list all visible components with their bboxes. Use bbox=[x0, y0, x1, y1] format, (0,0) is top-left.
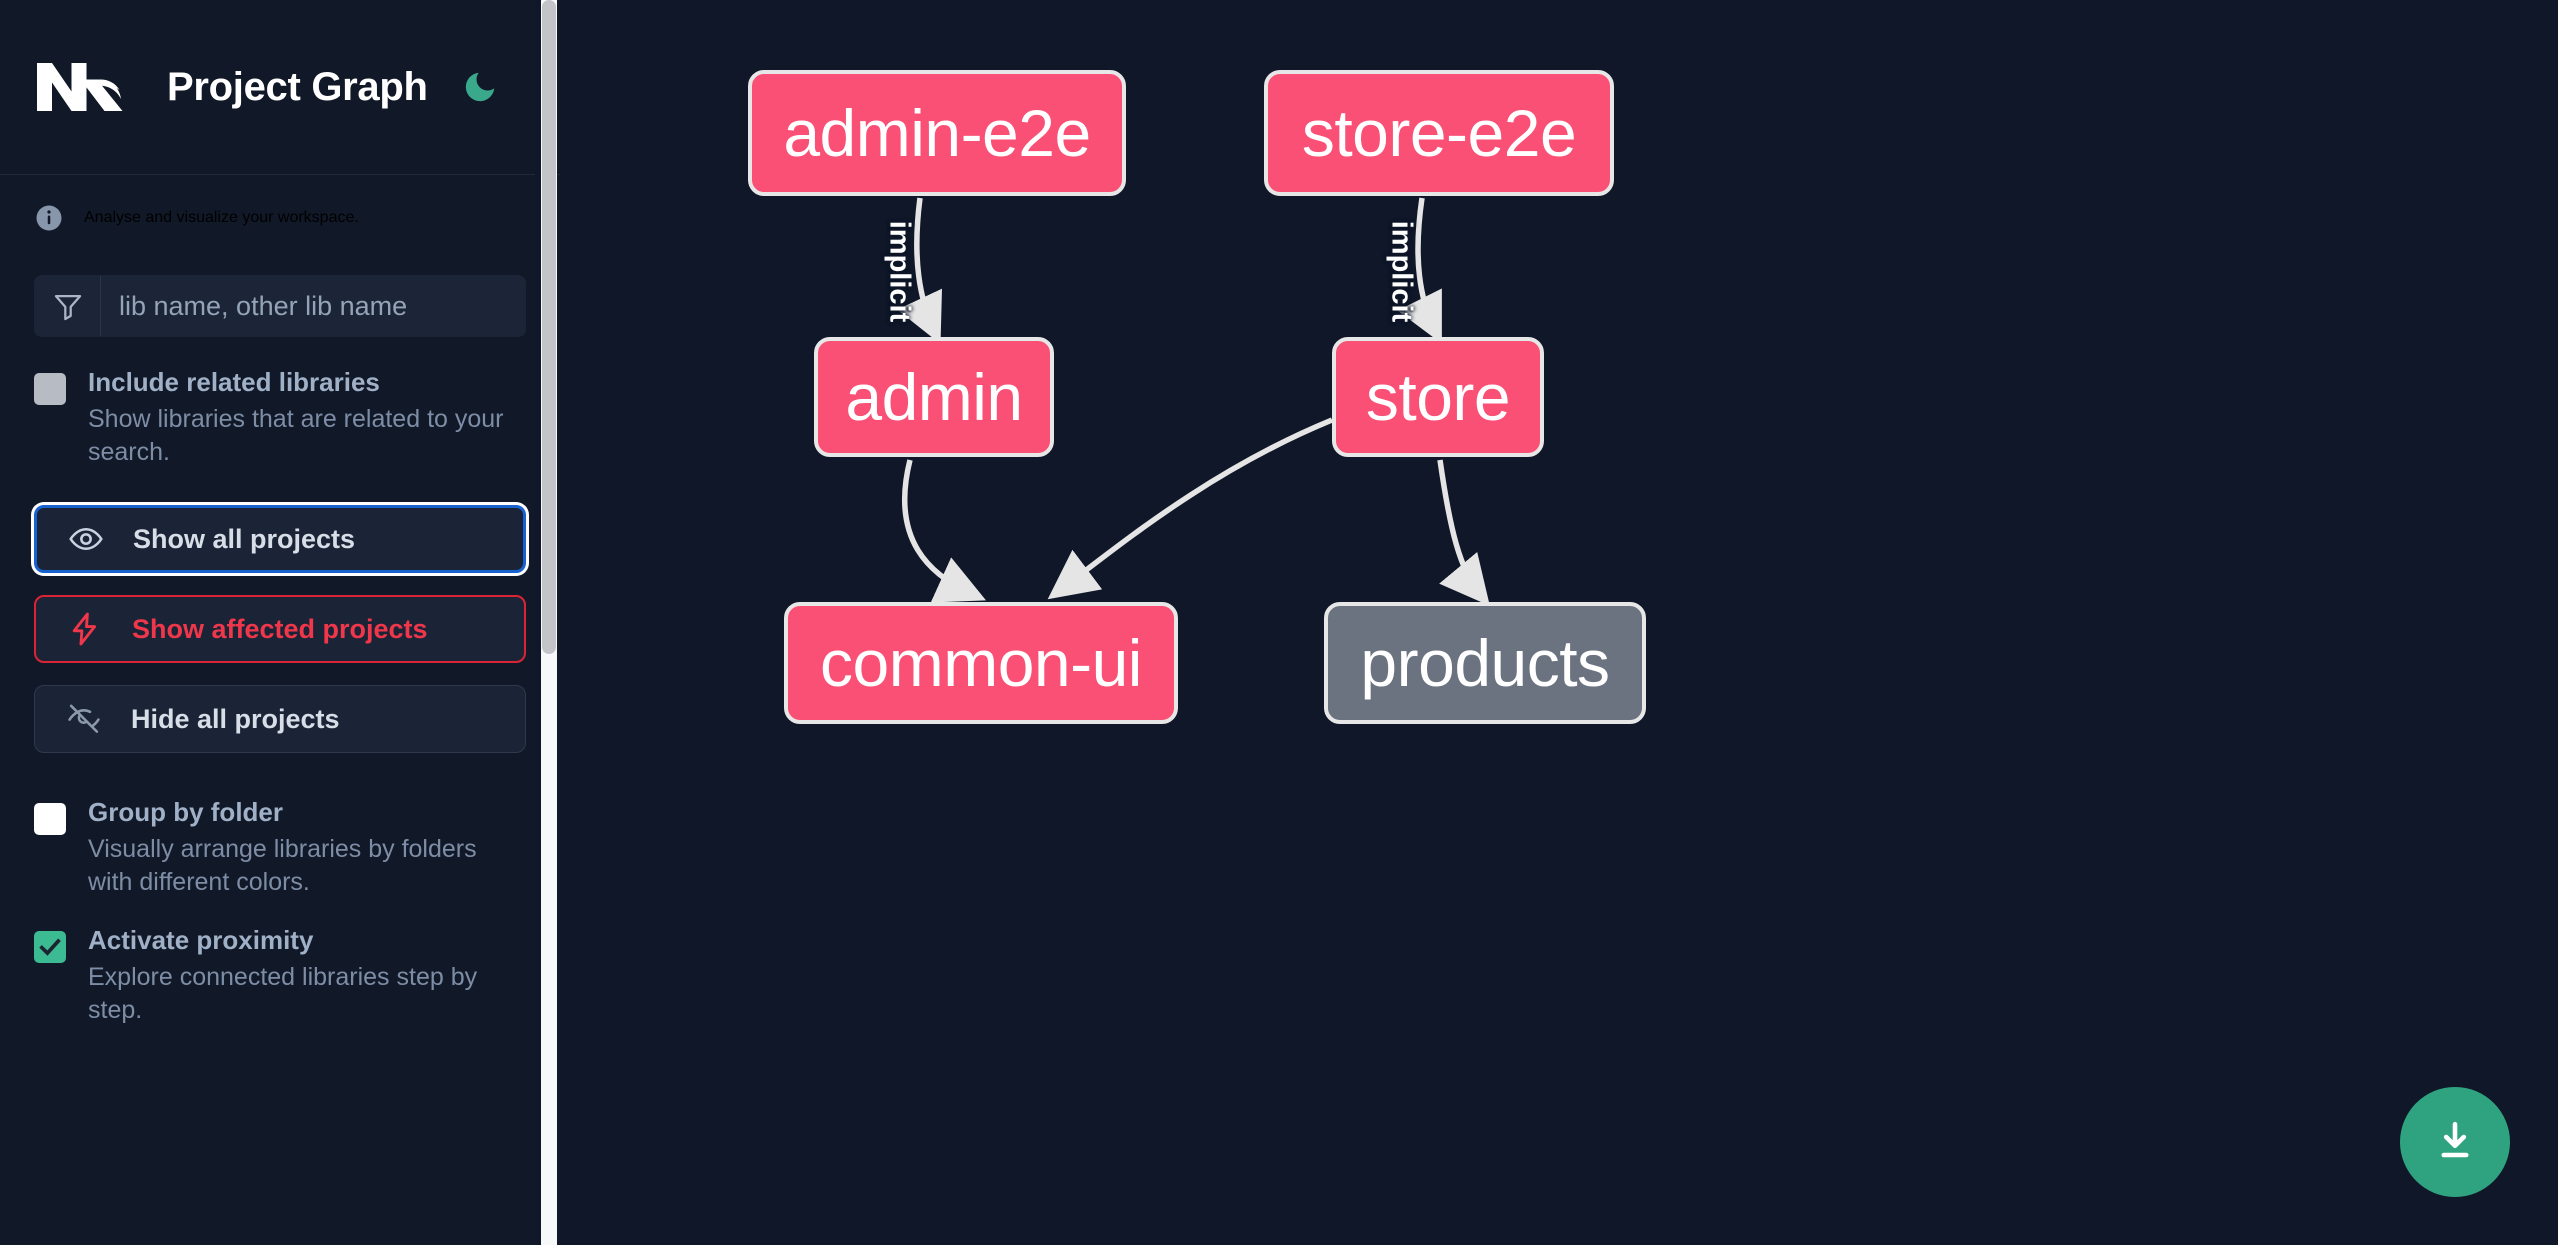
info-icon bbox=[34, 203, 64, 233]
checkbox-activate-proximity[interactable]: Activate proximity Explore connected lib… bbox=[0, 899, 560, 1027]
tagline-text: Analyse and visualize your workspace. bbox=[84, 209, 359, 226]
projects-button-group: Show all projects Show affected projects bbox=[0, 469, 560, 754]
checkbox-group-by-folder[interactable]: Group by folder Visually arrange librari… bbox=[0, 753, 560, 899]
node-label: store-e2e bbox=[1301, 96, 1577, 170]
search-input[interactable] bbox=[101, 276, 525, 336]
graph-node-store[interactable]: store bbox=[1332, 337, 1544, 457]
node-label: admin bbox=[845, 360, 1023, 434]
graph-node-admin[interactable]: admin bbox=[814, 337, 1054, 457]
sidebar-header: Project Graph bbox=[0, 0, 560, 175]
checkbox-description: Visually arrange libraries by folders wi… bbox=[88, 834, 477, 897]
lightning-bolt-icon bbox=[66, 610, 104, 648]
checkbox-input-group-by-folder[interactable] bbox=[34, 803, 66, 836]
checkbox-label: Activate proximity bbox=[88, 925, 314, 956]
tagline: Analyse and visualize your workspace. bbox=[0, 175, 560, 233]
moon-icon[interactable] bbox=[458, 65, 502, 109]
edge-admin-common-ui bbox=[902, 459, 987, 603]
eye-icon bbox=[67, 520, 105, 558]
graph-canvas[interactable]: admin-e2e store-e2e admin store common-u… bbox=[560, 0, 2558, 1245]
eye-off-icon bbox=[65, 700, 103, 738]
sidebar-scrollbar-thumb[interactable] bbox=[542, 0, 556, 654]
edge-store-e2e-store bbox=[1397, 197, 1442, 344]
filter-icon[interactable] bbox=[35, 276, 101, 336]
filter-section bbox=[0, 233, 560, 337]
checkbox-text-group: Include related libraries Show libraries… bbox=[88, 367, 518, 469]
node-label: admin-e2e bbox=[783, 96, 1091, 170]
sidebar-scroll-gutter bbox=[535, 0, 541, 1245]
graph-edges bbox=[897, 197, 1490, 606]
show-affected-projects-label: Show affected projects bbox=[132, 613, 428, 644]
node-label: common-ui bbox=[820, 626, 1142, 700]
node-label: store bbox=[1365, 360, 1511, 434]
show-all-projects-button[interactable]: Show all projects bbox=[34, 505, 526, 574]
page-title: Project Graph bbox=[167, 64, 428, 109]
checkbox-label: Group by folder bbox=[88, 797, 283, 828]
download-icon bbox=[2431, 1117, 2479, 1168]
nx-logo bbox=[34, 56, 124, 118]
sidebar: Project Graph Analyse and visualize your… bbox=[0, 0, 560, 1245]
checkbox-input-activate-proximity[interactable] bbox=[34, 931, 66, 964]
checkbox-description: Show libraries that are related to your … bbox=[88, 404, 504, 466]
hide-all-projects-button[interactable]: Hide all projects bbox=[34, 685, 526, 754]
show-all-projects-label: Show all projects bbox=[133, 523, 356, 554]
checkbox-label: Include related libraries bbox=[88, 367, 380, 397]
node-label: products bbox=[1360, 626, 1610, 700]
hide-all-projects-label: Hide all projects bbox=[131, 703, 340, 734]
search-box[interactable] bbox=[34, 275, 526, 337]
checkbox-text-group: Group by folder Visually arrange librari… bbox=[88, 797, 518, 899]
show-affected-projects-button[interactable]: Show affected projects bbox=[34, 595, 526, 664]
edge-store-common-ui bbox=[1047, 417, 1334, 600]
graph-node-common-ui[interactable]: common-ui bbox=[784, 602, 1178, 724]
edge-store-products bbox=[1437, 459, 1490, 606]
checkbox-include-related-libraries[interactable]: Include related libraries Show libraries… bbox=[0, 337, 560, 469]
edge-admin-e2e-admin bbox=[897, 197, 943, 344]
download-button[interactable] bbox=[2400, 1087, 2510, 1197]
checkbox-text-group: Activate proximity Explore connected lib… bbox=[88, 925, 518, 1027]
checkbox-description: Explore connected libraries step by step… bbox=[88, 963, 478, 1025]
graph-node-products[interactable]: products bbox=[1324, 602, 1646, 724]
checkbox-input-include-related-libraries[interactable] bbox=[34, 373, 66, 405]
graph-node-admin-e2e[interactable]: admin-e2e bbox=[748, 70, 1126, 196]
sidebar-content: Project Graph Analyse and visualize your… bbox=[0, 0, 560, 1028]
graph-node-store-e2e[interactable]: store-e2e bbox=[1264, 70, 1614, 196]
